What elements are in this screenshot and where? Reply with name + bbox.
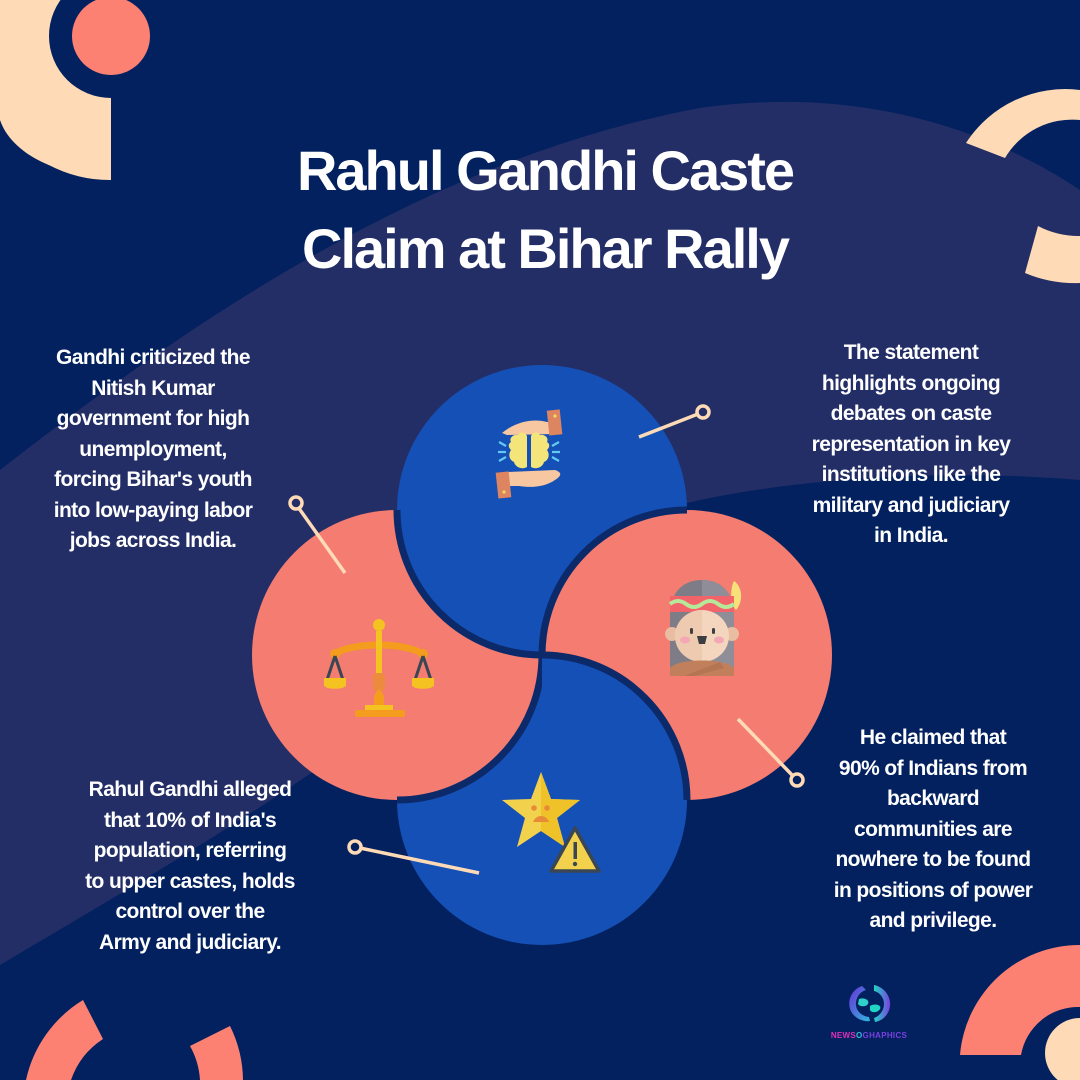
note-bottom-left: Rahul Gandhi alleged that 10% of India's…	[55, 775, 325, 958]
note-line: The statement	[843, 341, 979, 364]
scales-of-justice-icon	[324, 619, 434, 717]
note-bottom-right: He claimed that 90% of Indians from back…	[808, 723, 1058, 937]
tribal-person-icon	[665, 580, 742, 676]
note-line: nowhere to be found	[835, 848, 1031, 871]
note-line: into low-paying labor	[53, 498, 253, 522]
pin-top-right	[638, 404, 711, 439]
note-line: backward	[886, 787, 980, 810]
note-line: control over the	[115, 900, 265, 923]
pin-bottom-left	[347, 839, 480, 875]
globe-logo-icon	[849, 985, 891, 1022]
title-line-1: Rahul Gandhi Caste	[296, 139, 795, 202]
title-line-2: Claim at Bihar Rally	[302, 217, 790, 280]
note-line: Army and judiciary.	[99, 930, 282, 954]
note-line: Gandhi criticized the	[56, 346, 251, 369]
note-line: institutions like the	[821, 463, 1001, 486]
note-line: representation in key	[811, 432, 1011, 456]
brand-logo: NEWSOGHAPHICS	[828, 982, 910, 1040]
brand-logo-text: NEWSOGHAPHICS	[828, 1031, 910, 1040]
top-left-decoration	[0, 0, 173, 181]
brain-in-hands-icon	[495, 409, 563, 499]
note-line: population, referring	[93, 839, 287, 862]
logo-text-part: NEWS	[830, 1031, 857, 1040]
note-line: to upper castes, holds	[85, 869, 295, 893]
bottom-left-ring-decoration	[26, 1000, 243, 1080]
note-line: forcing Bihar's youth	[54, 468, 252, 491]
note-line: 90% of Indians from	[838, 756, 1028, 780]
logo-text-part: GHAPHICS	[862, 1031, 908, 1040]
note-top-right: The statement highlights ongoing debates…	[780, 338, 1042, 552]
note-line: in India.	[874, 524, 949, 547]
note-line: in positions of power	[833, 878, 1033, 902]
note-line: government for high	[56, 407, 250, 430]
note-line: Nitish Kumar	[91, 376, 215, 400]
sad-star-warning-icon	[502, 772, 601, 873]
page-title: Rahul Gandhi Caste Claim at Bihar Rally	[200, 132, 890, 288]
note-line: He claimed that	[859, 726, 1007, 749]
note-line: communities are	[854, 817, 1013, 841]
note-line: Rahul Gandhi alleged	[88, 778, 292, 801]
note-line: military and judiciary	[812, 493, 1010, 517]
pin-bottom-right	[736, 717, 805, 788]
petal-bottom-overlap	[541, 651, 691, 801]
note-top-left: Gandhi criticized the Nitish Kumar gover…	[18, 343, 288, 557]
note-line: that 10% of India's	[103, 808, 277, 832]
pin-top-left	[288, 495, 347, 575]
top-right-ring-decoration	[966, 89, 1080, 284]
note-line: jobs across India.	[69, 529, 237, 552]
note-line: debates on caste	[830, 402, 992, 425]
note-line: and privilege.	[869, 909, 998, 932]
note-line: highlights ongoing	[821, 371, 1001, 395]
note-line: unemployment,	[79, 437, 227, 461]
logo-text-part: O	[856, 1031, 863, 1040]
bottom-right-decoration	[960, 944, 1080, 1080]
connector-pins	[288, 404, 805, 875]
